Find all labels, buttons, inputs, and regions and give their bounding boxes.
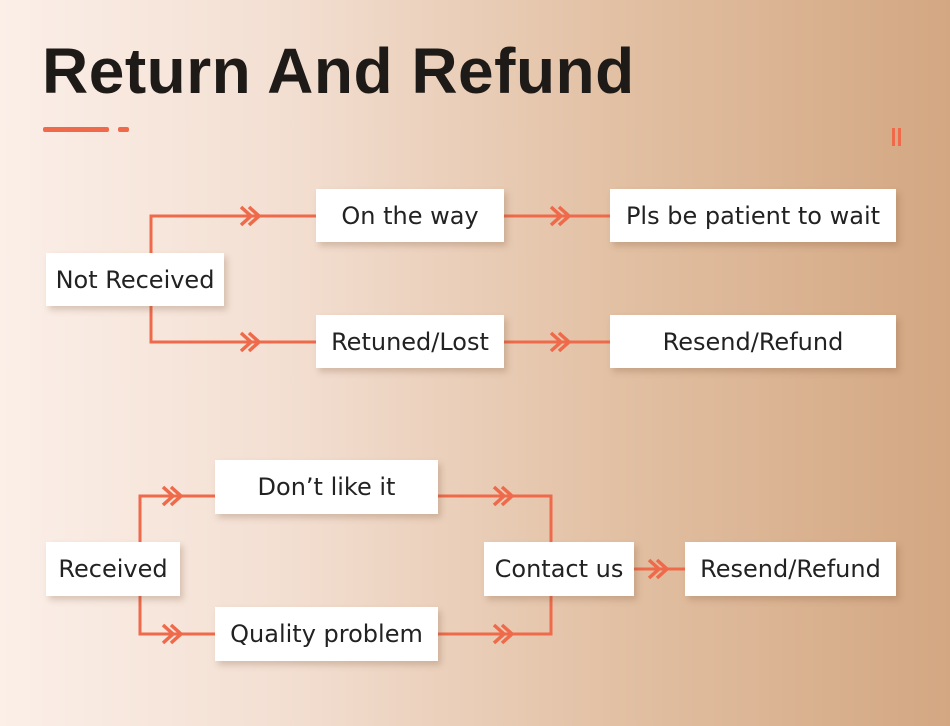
- connector-not-received-to-on-the-way: [149, 214, 316, 253]
- node-be-patient: Pls be patient to wait: [610, 189, 896, 242]
- node-resend-refund: Resend/Refund: [610, 315, 896, 368]
- connector-dont-like-to-contact: [438, 494, 553, 542]
- page-title: Return And Refund: [42, 35, 635, 107]
- connector-not-received-to-retuned-lost: [149, 306, 316, 344]
- node-dont-like-it: Don’t like it: [215, 460, 438, 514]
- connector-received-to-quality: [138, 596, 215, 636]
- node-retuned-lost: Retuned/Lost: [316, 315, 504, 368]
- connector-received-to-dont-like: [138, 494, 215, 542]
- title-underline: [43, 127, 109, 132]
- node-received: Received: [46, 542, 180, 596]
- connector-quality-to-contact: [438, 596, 553, 636]
- node-on-the-way: On the way: [316, 189, 504, 242]
- node-contact-us: Contact us: [484, 542, 634, 596]
- node-resend-refund-2: Resend/Refund: [685, 542, 896, 596]
- node-not-received: Not Received: [46, 253, 224, 306]
- pause-icon: [891, 128, 903, 146]
- node-quality-problem: Quality problem: [215, 607, 438, 661]
- title-underline-dot: [118, 127, 129, 132]
